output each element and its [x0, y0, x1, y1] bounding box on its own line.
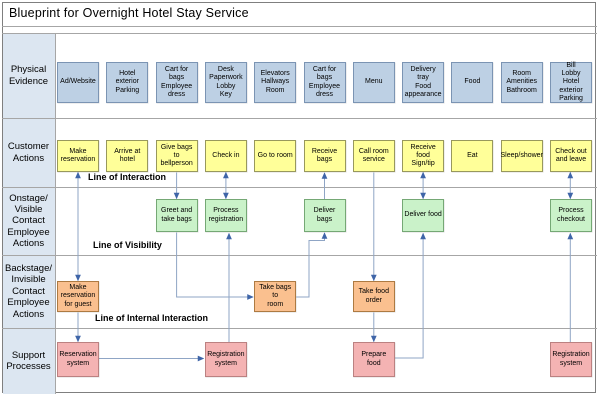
connector-preparefood-to-deliverfood	[394, 232, 426, 359]
physical-evidence-box: Cart for bags Employee dress	[303, 62, 346, 103]
customer-actions-box: Receive bags	[303, 140, 346, 172]
line-of-interaction-label: Line of Interaction	[88, 172, 167, 182]
customer-actions-box: Make reservation	[57, 140, 99, 172]
connector-greet-to-takebags	[176, 232, 254, 300]
onstage-box: Deliver food	[402, 199, 445, 232]
physical-evidence-box: Room Amenities Bathroom	[500, 62, 543, 103]
onstage-box: Process registration	[204, 199, 247, 232]
support-box: Prepare food	[352, 342, 395, 377]
backstage-box: Make reservation for guest	[57, 281, 99, 312]
lane-label-customer-actions: Customer Actions	[7, 141, 50, 164]
physical-evidence-box: Bill Lobby Hotel exterior Parking	[550, 62, 592, 103]
customer-actions-box: Sleep/shower	[500, 140, 543, 172]
connector-takebags-to-deliverbags	[296, 232, 328, 298]
page-title: Blueprint for Overnight Hotel Stay Servi…	[9, 6, 249, 20]
physical-evidence-box: Ad/Website	[57, 62, 99, 103]
line-of-internal-interaction-label: Line of Internal Interaction	[95, 313, 209, 323]
onstage-box: Deliver bags	[303, 199, 346, 232]
divider-label-column	[55, 33, 56, 394]
support-box: Registration system	[550, 342, 592, 377]
customer-actions-box: Give bags to bellperson	[155, 140, 198, 172]
lane-label-column	[3, 34, 55, 394]
physical-evidence-box: Delivery tray Food appearance	[402, 62, 445, 103]
support-box: Reservation system	[57, 342, 99, 377]
physical-evidence-box: Elevators Hallways Room	[254, 62, 297, 103]
customer-actions-box: Call room service	[352, 140, 395, 172]
line-of-interaction	[2, 187, 597, 188]
physical-evidence-box: Desk Paperwork Lobby Key	[204, 62, 247, 103]
customer-actions-box: Check out and leave	[550, 140, 592, 172]
divider-row-1	[2, 118, 597, 119]
outer-border	[2, 2, 596, 393]
line-of-visibility-label: Line of Visibility	[93, 240, 162, 250]
physical-evidence-box: Menu	[352, 62, 395, 103]
onstage-box: Process checkout	[550, 199, 592, 232]
backstage-box: Take food order	[352, 281, 395, 312]
physical-evidence-box: Cart for bags Employee dress	[155, 62, 198, 103]
physical-evidence-box: Hotel exterior Parking	[106, 62, 149, 103]
lane-label-physical-evidence: Physical Evidence	[8, 64, 49, 87]
customer-actions-box: Arrive at hotel	[106, 140, 149, 172]
customer-actions-box: Check in	[204, 140, 247, 172]
physical-evidence-box: Food	[451, 62, 494, 103]
lane-label-onstage: Onstage/ Visible Contact Employee Action…	[7, 192, 50, 250]
customer-actions-box: Go to room	[254, 140, 297, 172]
support-box: Registration system	[204, 342, 247, 377]
customer-actions-box: Eat	[451, 140, 494, 172]
customer-actions-box: Receive food Sign/tip	[402, 140, 445, 172]
line-of-visibility	[2, 255, 597, 256]
divider-table-top	[2, 33, 597, 34]
lane-label-support: Support Processes	[6, 349, 51, 372]
divider-title	[2, 26, 597, 27]
backstage-box: Take bags to room	[254, 281, 297, 312]
onstage-box: Greet and take bags	[155, 199, 198, 232]
line-of-internal-interaction	[2, 328, 597, 329]
lane-label-backstage: Backstage/ Invisible Contact Employee Ac…	[5, 263, 52, 320]
